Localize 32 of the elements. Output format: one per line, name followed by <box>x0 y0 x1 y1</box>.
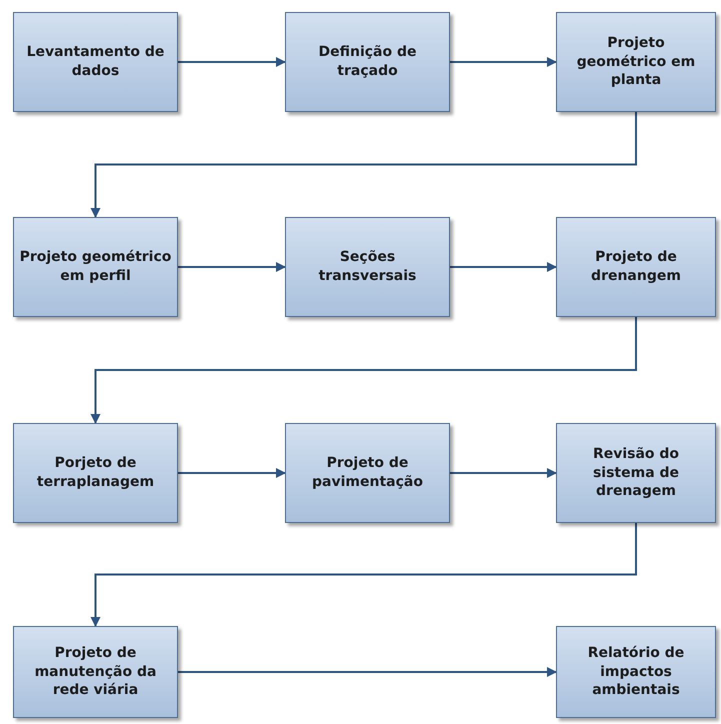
box-label: Definição de traçado <box>317 43 418 81</box>
process-box <box>556 217 716 317</box>
box-label: Relatório de impactos ambientais <box>586 644 686 700</box>
process-box <box>556 423 716 523</box>
arrow <box>450 262 557 272</box>
process-box <box>13 423 178 523</box>
process-box <box>13 217 178 317</box>
process-box <box>285 12 450 112</box>
process-box <box>13 626 178 718</box>
box-label: Projeto de drenangem <box>590 248 682 286</box>
arrow <box>450 468 557 478</box>
process-box <box>556 626 716 718</box>
arrow <box>178 468 286 478</box>
arrow <box>178 262 286 272</box>
box-label: Projeto geométrico em perfil <box>18 248 172 286</box>
box-label: Projeto geométrico em planta <box>576 34 696 90</box>
arrow <box>90 112 637 218</box>
box-label: Projeto de manutenção da rede viária <box>34 644 158 700</box>
arrow <box>90 317 637 424</box>
box-label: Levantamento de dados <box>26 43 166 81</box>
arrow <box>178 667 557 677</box>
process-box <box>285 423 450 523</box>
box-label: Revisão do sistema de drenagem <box>592 444 680 502</box>
box-label: Seções transversais <box>318 248 418 286</box>
arrow <box>178 57 286 67</box>
process-box <box>556 12 716 112</box>
process-box <box>285 217 450 317</box>
arrow <box>450 57 557 67</box>
box-label: Projeto de pavimentação <box>311 454 424 492</box>
process-box <box>13 12 178 112</box>
box-label: Porjeto de terraplanagem <box>36 454 156 492</box>
arrow <box>90 523 637 627</box>
